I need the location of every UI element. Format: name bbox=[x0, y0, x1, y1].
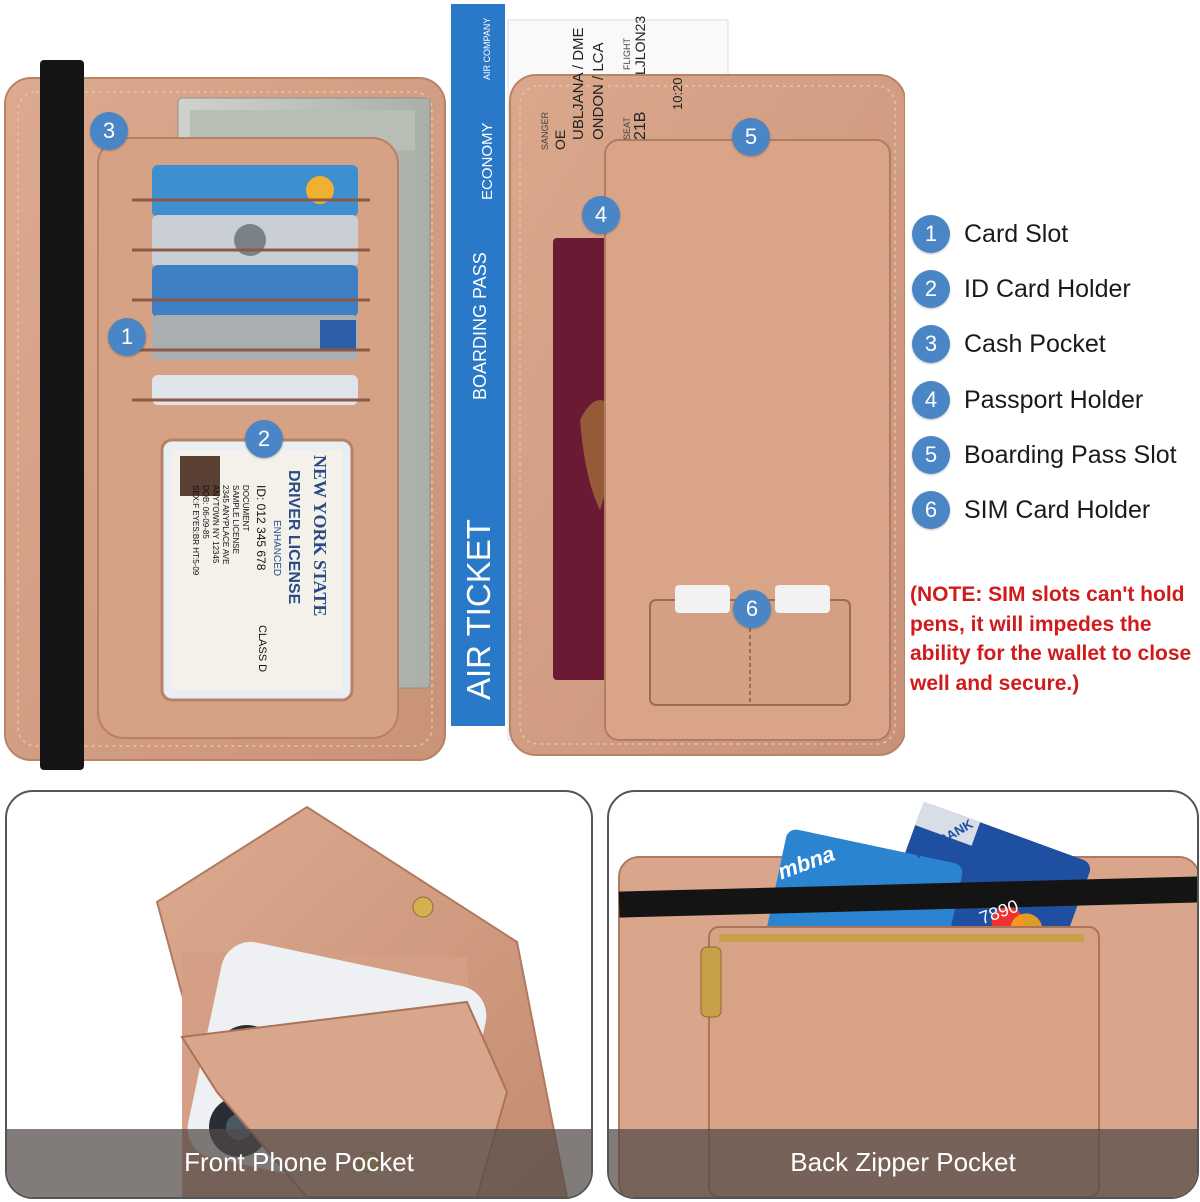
legend-badge: 4 bbox=[912, 381, 950, 419]
license-state: NEW YORK STATE bbox=[310, 455, 330, 617]
badge-cash-pocket: 3 bbox=[90, 112, 128, 150]
ticket-flight-label: FLIGHT bbox=[622, 37, 632, 70]
front-phone-pocket-panel: Front Phone Pocket bbox=[5, 790, 593, 1199]
caption-bar: Back Zipper Pocket bbox=[609, 1129, 1197, 1197]
ticket-passenger: SANGER bbox=[540, 111, 550, 150]
sim-note: (NOTE: SIM slots can't hold pens, it wil… bbox=[910, 583, 1192, 695]
ticket-time: 10:20 bbox=[670, 77, 685, 110]
license-line-5: DOB: 06-09-85 bbox=[201, 485, 210, 539]
ticket-seat-label: SEAT bbox=[622, 117, 632, 140]
wallet-illustration bbox=[4, 4, 905, 770]
badge-boarding-pass: 5 bbox=[732, 118, 770, 156]
license-class: CLASS D bbox=[256, 625, 268, 673]
legend-badge: 2 bbox=[912, 270, 950, 308]
ticket-route-2: ONDON / LCA bbox=[590, 42, 607, 140]
license-line-4: ANYTOWN NY 12345 bbox=[211, 485, 220, 564]
front-phone-pocket-caption: Front Phone Pocket bbox=[184, 1147, 414, 1177]
legend-badge: 3 bbox=[912, 325, 950, 363]
air-ticket bbox=[451, 4, 505, 726]
license-enhanced: ENHANCED bbox=[271, 520, 282, 577]
ticket-seat: 21B bbox=[632, 111, 649, 140]
ticket-company: AIR COMPANY bbox=[482, 17, 492, 80]
badge-id-holder: 2 bbox=[245, 420, 283, 458]
license-line-1: DOCUMENT bbox=[241, 485, 250, 532]
ticket-air-ticket: AIR TICKET bbox=[460, 519, 497, 700]
legend-label: Card Slot bbox=[964, 220, 1069, 248]
ticket-boarding-pass: BOARDING PASS bbox=[470, 252, 490, 400]
license-line-2: SAMPLE LICENSE bbox=[231, 485, 240, 554]
badge-passport-holder: 4 bbox=[582, 196, 620, 234]
legend-badge: 1 bbox=[912, 215, 950, 253]
badge-card-slot: 1 bbox=[108, 318, 146, 356]
legend-label: Boarding Pass Slot bbox=[964, 441, 1177, 469]
legend-label: Cash Pocket bbox=[964, 330, 1106, 358]
legend-label: Passport Holder bbox=[964, 386, 1144, 414]
license-id: ID: 012 345 678 bbox=[254, 485, 268, 571]
legend-badge: 5 bbox=[912, 436, 950, 474]
elastic-band bbox=[40, 60, 84, 770]
caption-bar: Front Phone Pocket bbox=[7, 1129, 591, 1197]
back-zipper-pocket-caption: Back Zipper Pocket bbox=[790, 1147, 1016, 1177]
ticket-flight: LJLON23 bbox=[632, 15, 648, 75]
back-zipper-pocket-panel: mbna YES BANK 7890 Back Zipper Pocket bbox=[607, 790, 1199, 1199]
ticket-economy: ECONOMY bbox=[479, 122, 496, 200]
license-line-6: SEX:F EYES:BR HT:5-09 bbox=[191, 485, 200, 576]
license-title: DRIVER LICENSE bbox=[285, 470, 302, 605]
legend-label: SIM Card Holder bbox=[964, 496, 1151, 524]
ticket-name: OE bbox=[552, 129, 568, 150]
license-line-3: 2345 ANYPLACE AVE bbox=[221, 485, 230, 565]
ticket-route-1: UBLJANA / DME bbox=[570, 27, 587, 140]
legend-badge: 6 bbox=[912, 491, 950, 529]
legend-label: ID Card Holder bbox=[964, 275, 1131, 303]
badge-sim-holder: 6 bbox=[733, 590, 771, 628]
